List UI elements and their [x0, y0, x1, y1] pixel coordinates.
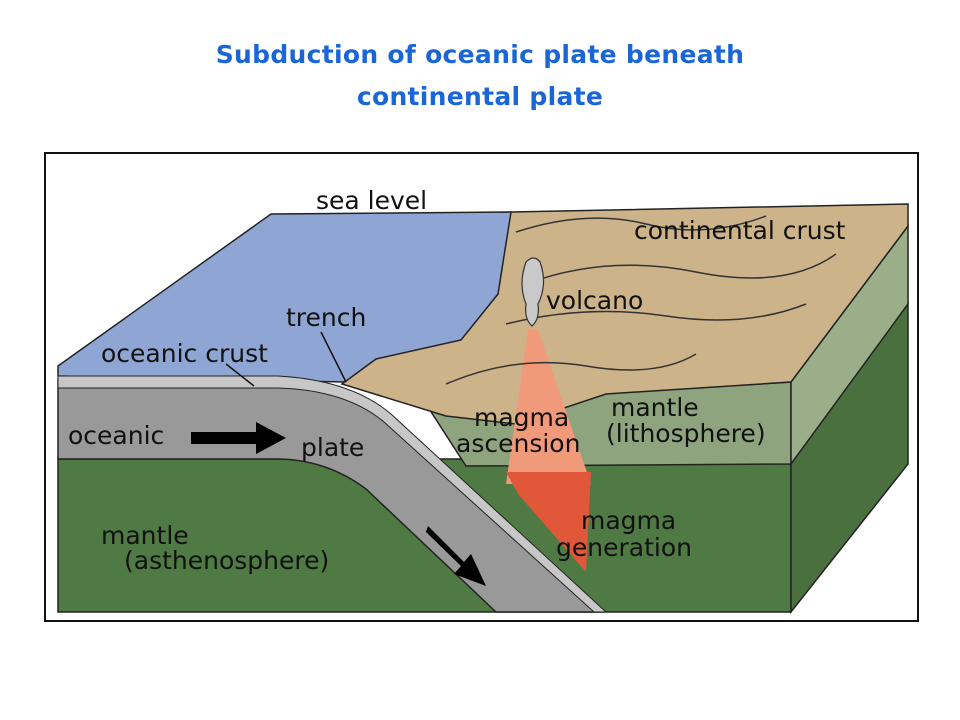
plate-motion-arrow-diagonal [426, 526, 486, 586]
terrain-line-1 [515, 215, 767, 233]
oceanic-crust-leader [225, 363, 255, 387]
magma-generation-zone [506, 472, 591, 572]
trench-leader [320, 331, 347, 383]
label-mantle-astheno-1: mantle [101, 521, 189, 550]
diagram-title-line-2: continental plate [356, 82, 604, 111]
label-mantle-astheno-2: (asthenosphere) [124, 546, 329, 575]
terrain-line-2 [525, 253, 837, 285]
diagram-frame: sea level continental crust volcano tren… [44, 152, 919, 622]
volcano-plume [521, 257, 545, 327]
magma-ascension-cone [506, 330, 591, 484]
label-volcano: volcano [546, 286, 643, 315]
label-oceanic: oceanic [68, 421, 164, 450]
label-mantle-litho-2: (lithosphere) [606, 419, 766, 448]
label-sea-level: sea level [316, 186, 427, 215]
terrain-line-4 [445, 353, 697, 385]
label-magma-generation-2: generation [556, 533, 692, 562]
label-trench: trench [286, 303, 366, 332]
continental-surface [340, 203, 909, 425]
label-plate: plate [301, 433, 364, 462]
label-oceanic-crust: oceanic crust [101, 339, 268, 368]
diagram-title-line-1: Subduction of oceanic plate beneath [215, 40, 745, 69]
oceanic-crust-layer [57, 375, 608, 613]
terrain-line-3 [505, 303, 807, 325]
subduction-block-diagram: sea level continental crust volcano tren… [57, 186, 909, 615]
label-magma-generation-1: magma [581, 506, 676, 535]
label-mantle-litho-1: mantle [611, 393, 699, 422]
label-continental-crust: continental crust [634, 216, 846, 245]
label-magma-ascension-1: magma [474, 403, 569, 432]
plate-motion-arrow-horizontal [191, 422, 286, 454]
label-magma-ascension-2: ascension [456, 429, 580, 458]
